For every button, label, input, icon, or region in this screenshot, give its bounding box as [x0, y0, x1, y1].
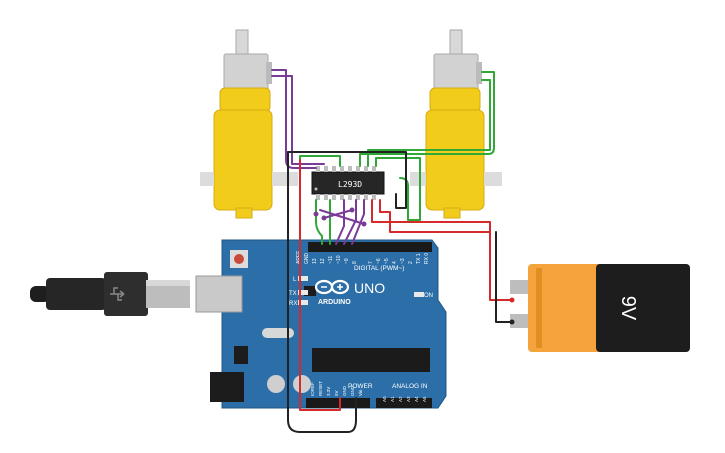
- svg-text:A3: A3: [406, 396, 411, 402]
- svg-text:A2: A2: [398, 396, 403, 402]
- arduino-uno-board[interactable]: [195, 239, 447, 409]
- svg-text:13: 13: [312, 258, 318, 264]
- svg-text:~5: ~5: [384, 258, 390, 264]
- svg-text:RX 0: RX 0: [424, 253, 430, 264]
- board-rx-label: RX: [289, 301, 297, 307]
- svg-text:RESET: RESET: [318, 381, 323, 396]
- svg-text:A5: A5: [422, 396, 427, 402]
- wire-purple-cross-1: [319, 209, 365, 225]
- wire-right-motor-a: [359, 71, 495, 167]
- wire-black-battery: [495, 231, 513, 323]
- wire-purple-pin-10: [335, 199, 345, 245]
- l293d-label: L293D: [338, 180, 362, 189]
- board-brand: ARDUINO: [318, 299, 351, 306]
- svg-text:GND: GND: [304, 253, 310, 265]
- wires: [271, 69, 513, 433]
- wire-black-left: [287, 151, 357, 433]
- board-digital-label: DIGITAL (PWM~): [354, 265, 404, 272]
- analog-pin-labels: A0 A1 A2 A3 A4 A5: [382, 396, 427, 402]
- wire-left-motor-b: [271, 75, 325, 165]
- board-model: UNO: [354, 280, 385, 296]
- svg-text:A4: A4: [414, 396, 419, 402]
- svg-text:12: 12: [320, 258, 326, 264]
- board-l-label: L: [293, 277, 297, 283]
- svg-text:5V: 5V: [334, 390, 339, 396]
- svg-text:~9: ~9: [344, 258, 350, 264]
- wire-purple-cross-2: [323, 209, 353, 219]
- svg-text:~6: ~6: [376, 258, 382, 264]
- wire-left-motor-a: [271, 69, 317, 169]
- svg-text:~3: ~3: [400, 258, 406, 264]
- svg-text:3.3V: 3.3V: [326, 387, 331, 396]
- svg-text:~10: ~10: [336, 255, 342, 264]
- board-tx-label: TX: [289, 291, 297, 297]
- wire-green-loop-2: [375, 157, 421, 221]
- svg-text:GND: GND: [350, 385, 355, 396]
- svg-text:2: 2: [408, 261, 414, 264]
- wire-red-top: [379, 199, 491, 233]
- svg-text:4: 4: [392, 261, 398, 264]
- svg-text:~11: ~11: [328, 256, 334, 264]
- svg-text:Vin: Vin: [358, 389, 363, 396]
- svg-text:7: 7: [368, 261, 374, 264]
- svg-text:IOREF: IOREF: [310, 382, 315, 396]
- wire-purple-pin-9: [343, 199, 357, 245]
- svg-text:A0: A0: [382, 396, 387, 402]
- power-pin-labels: IOREF RESET 3.3V 5V GND GND Vin: [310, 381, 363, 396]
- wire-right-motor-b: [367, 79, 491, 167]
- wire-black-top: [287, 151, 407, 209]
- wire-red-board: [299, 243, 341, 411]
- board-power-label: POWER: [348, 383, 373, 390]
- svg-text:A1: A1: [390, 396, 395, 402]
- right-gear-motor[interactable]: [410, 29, 502, 219]
- battery-label: 9V: [617, 296, 639, 321]
- svg-text:TX 1: TX 1: [416, 253, 422, 264]
- wire-green-pin-12: [315, 199, 323, 245]
- arduino-logo-icon: [314, 279, 350, 295]
- left-gear-motor[interactable]: [200, 29, 298, 219]
- battery-9v[interactable]: [510, 264, 690, 352]
- wire-endpoints: [313, 207, 515, 325]
- l293d-motor-driver[interactable]: [311, 166, 385, 200]
- wire-purple-right: [351, 199, 365, 245]
- usb-cable-icon: [30, 272, 190, 316]
- wire-red-battery: [371, 199, 513, 301]
- board-analog-label: ANALOG IN: [392, 383, 428, 390]
- svg-text:GND: GND: [342, 385, 347, 396]
- board-on-label: ON: [424, 293, 433, 299]
- svg-text:8: 8: [352, 261, 358, 264]
